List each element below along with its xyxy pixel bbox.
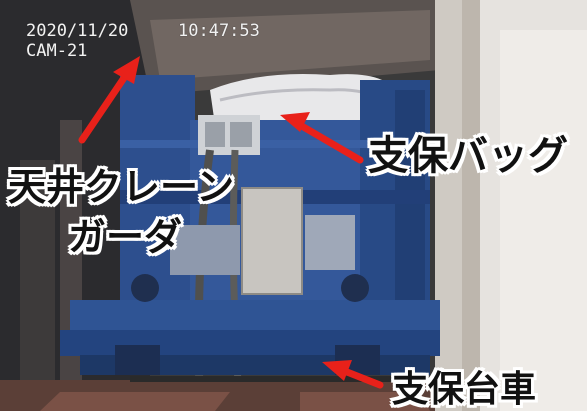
- label-crane-girder-line2: ガーダ: [68, 215, 183, 259]
- arrow-support-cart: [322, 360, 384, 389]
- camera-id: CAM-21: [26, 41, 88, 61]
- label-crane-girder-line1: 天井クレーン: [8, 165, 235, 209]
- timestamp-date: 2020/11/20: [26, 21, 129, 41]
- arrow-support-bag: [280, 112, 364, 164]
- arrow-crane-girder: [78, 56, 140, 144]
- label-support-bag: 支保バッグ: [368, 133, 568, 179]
- label-support-cart: 支保台車: [392, 369, 537, 410]
- timestamp-time: 10:47:53: [178, 21, 260, 41]
